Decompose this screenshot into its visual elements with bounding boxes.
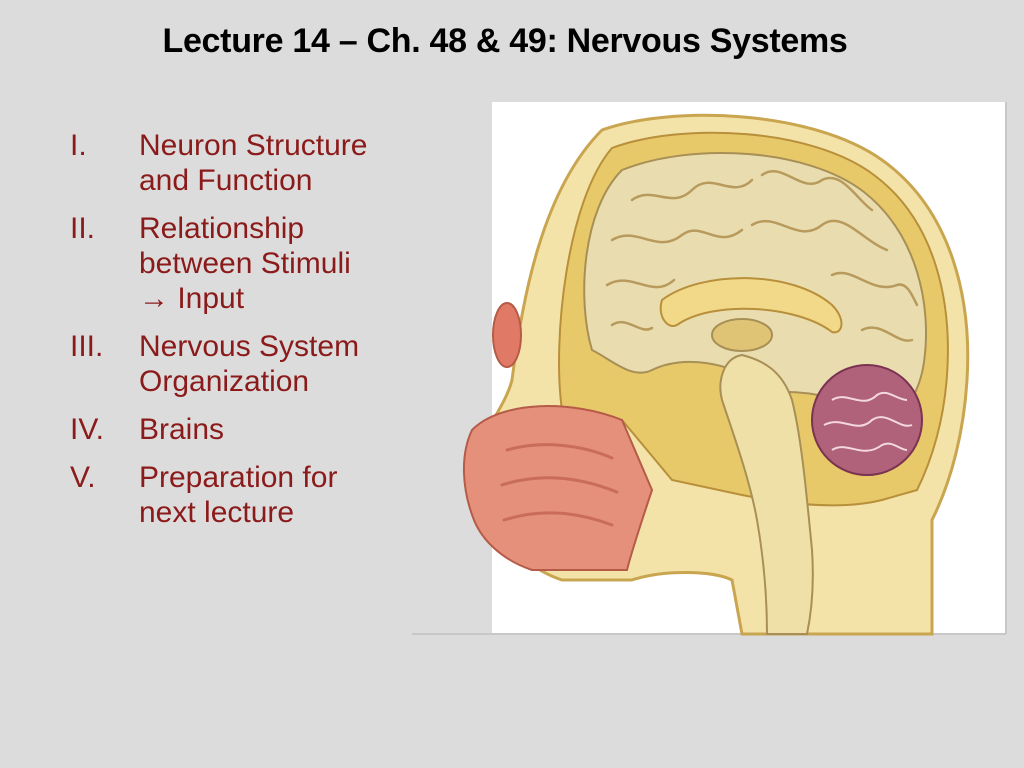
- outline-line: Relationship: [139, 212, 305, 245]
- outline-item: IV. Brains: [70, 412, 450, 447]
- outline-line: Organization: [139, 365, 310, 398]
- outline-line: between Stimuli: [139, 247, 351, 280]
- outline-text: Neuron Structure and Function: [139, 128, 450, 198]
- outline-text: Nervous System Organization: [139, 329, 450, 399]
- brain-figure-svg: [412, 102, 1007, 636]
- outline-item: V. Preparation for next lecture: [70, 460, 450, 530]
- outline-numeral: V.: [70, 461, 96, 494]
- outline-list: I. Neuron Structure and Function II. Rel…: [70, 128, 450, 543]
- outline-numeral: II.: [70, 212, 96, 245]
- outline-line: Neuron Structure: [139, 129, 368, 162]
- outline-item: I. Neuron Structure and Function: [70, 128, 450, 198]
- outline-item: III. Nervous System Organization: [70, 329, 450, 399]
- outline-numeral: III.: [70, 330, 104, 363]
- outline-line: next lecture: [139, 496, 295, 529]
- frontal-sinus-shape: [492, 302, 522, 368]
- cerebellum-folia: [823, 391, 913, 452]
- outline-numeral: IV.: [70, 413, 104, 446]
- turbinates: [500, 443, 619, 527]
- gyri-folds: [605, 169, 919, 342]
- slide-title: Lecture 14 – Ch. 48 & 49: Nervous System…: [162, 22, 848, 60]
- outline-item: II. Relationship between Stimuli → Input: [70, 211, 450, 316]
- outline-numeral: I.: [70, 129, 87, 162]
- outline-text: Preparation for next lecture: [139, 460, 450, 530]
- outline-line: Preparation for: [139, 461, 338, 494]
- outline-text: Brains: [139, 412, 450, 447]
- nasal-cavity-shape: [463, 405, 654, 571]
- outline-line: Nervous System: [139, 330, 360, 363]
- thalamus-shape: [711, 318, 773, 352]
- cerebellum-shape: [811, 364, 923, 476]
- corpus-callosum-shape: [659, 277, 843, 334]
- outline-line: → Input: [139, 282, 245, 315]
- outline-text: Relationship between Stimuli → Input: [139, 211, 450, 316]
- brainstem-shape: [719, 353, 814, 635]
- brain-sagittal-illustration: [412, 100, 1008, 638]
- outline-line: Brains: [139, 413, 225, 446]
- outline-line: and Function: [139, 164, 313, 197]
